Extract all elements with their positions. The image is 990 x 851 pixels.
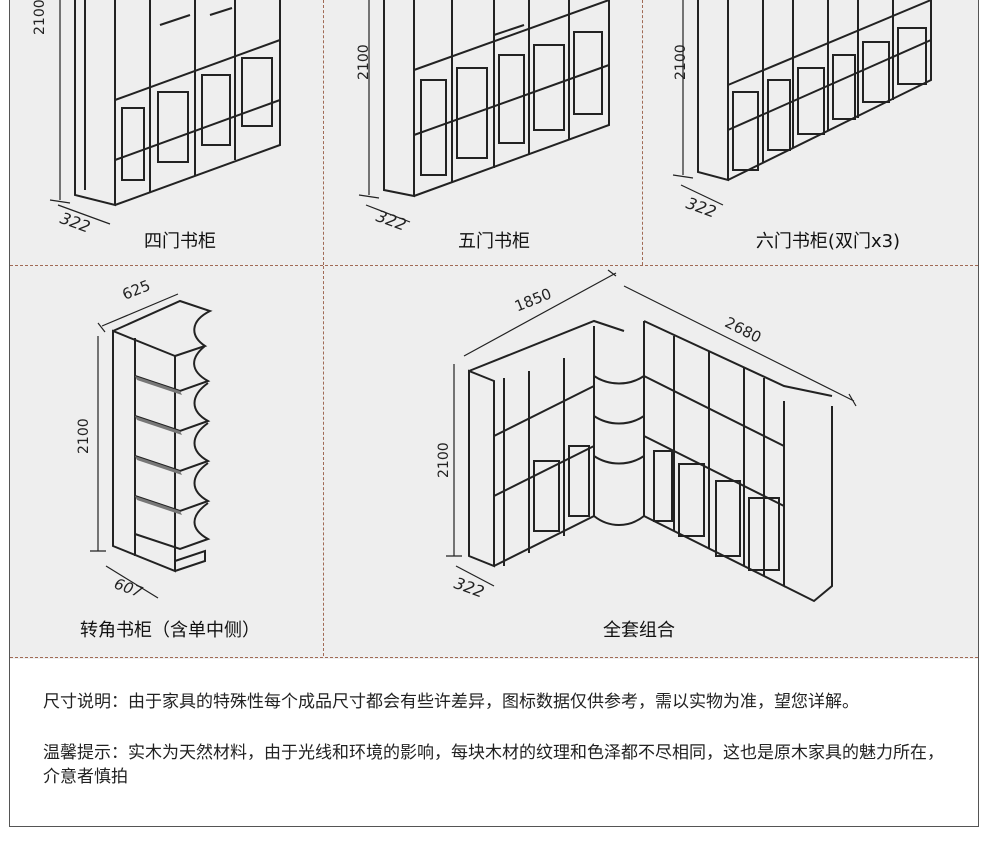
- five-door-height-label: 2100: [356, 44, 372, 80]
- five-door-bookcase-drawing: [358, 0, 610, 223]
- full-set-height-label: 2100: [436, 442, 452, 478]
- six-door-height-label: 2100: [673, 44, 689, 80]
- size-note: 尺寸说明：由于家具的特殊性每个成品尺寸都会有些许差异，图标数据仅供参考，需以实物…: [43, 692, 859, 712]
- divider-h1: [10, 265, 978, 266]
- warm-note: 温馨提示：实木为天然材料，由于光线和环境的影响，每块木材的纹理和色泽都不尽相同，…: [43, 743, 944, 787]
- six-door-bookcase-drawing: [672, 0, 932, 206]
- six-door-caption: 六门书柜(双门x3): [755, 231, 901, 252]
- corner-height-label: 2100: [76, 418, 92, 454]
- five-door-caption: 五门书柜: [458, 231, 530, 252]
- panel-five-door: 2100 322 五门书柜: [324, 0, 642, 265]
- notes-area: 尺寸说明：由于家具的特殊性每个成品尺寸都会有些许差异，图标数据仅供参考，需以实物…: [10, 659, 978, 826]
- panel-four-door: 2100 322 四门书柜: [10, 0, 323, 265]
- divider-v3: [323, 266, 324, 656]
- panel-corner: 625 2100 607 转角书柜（含单中侧）: [10, 266, 323, 656]
- divider-v1: [323, 0, 324, 265]
- four-door-caption: 四门书柜: [144, 231, 216, 252]
- divider-v2: [642, 0, 643, 265]
- corner-caption: 转角书柜（含单中侧）: [80, 620, 260, 641]
- corner-bookcase-drawing: [90, 293, 213, 599]
- divider-h2: [10, 657, 978, 658]
- four-door-bookcase-drawing: [49, 0, 281, 225]
- four-door-height-label: 2100: [32, 0, 48, 35]
- panel-full-set: 1850 2680 2100 322 全套组合: [324, 266, 978, 656]
- full-set-caption: 全套组合: [603, 620, 675, 641]
- full-set-bookcase-drawing: [446, 269, 857, 603]
- panel-six-door: 2100 322 六门书柜(双门x3): [643, 0, 978, 265]
